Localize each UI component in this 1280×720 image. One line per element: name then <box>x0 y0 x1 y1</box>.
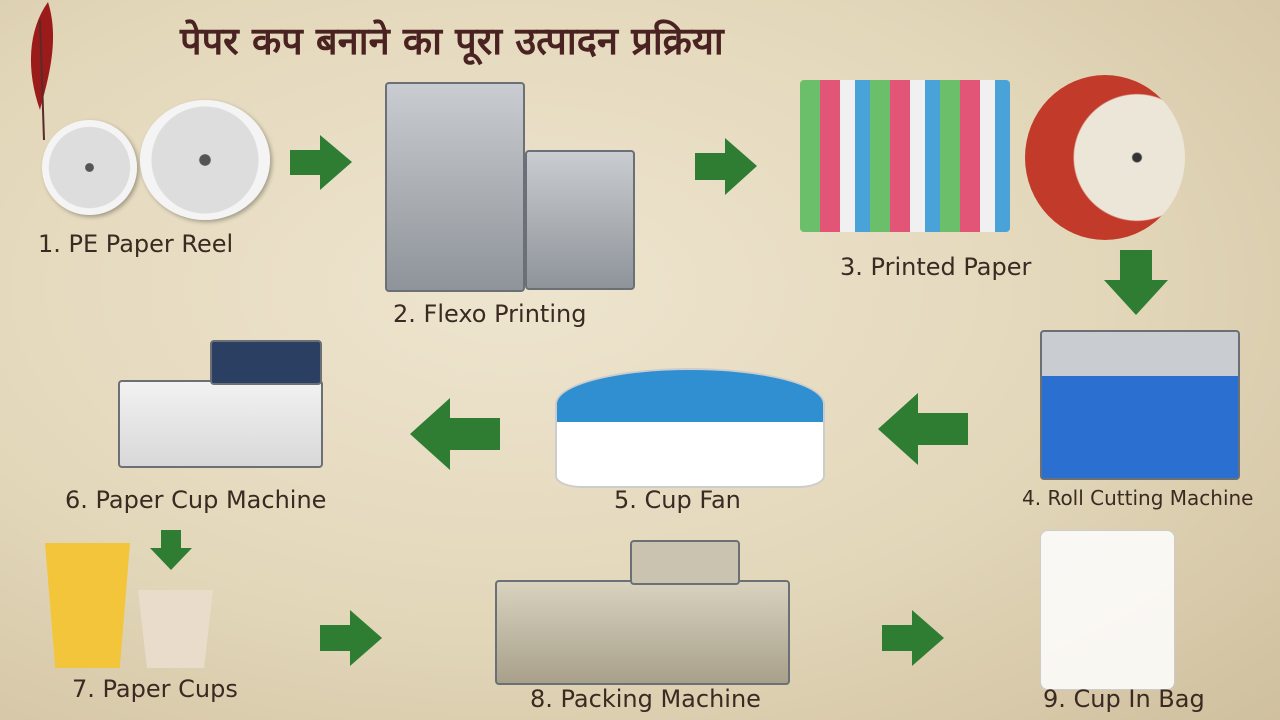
packing-machine-image <box>495 580 790 685</box>
step-label: 6. Paper Cup Machine <box>65 486 327 514</box>
printed-paper-roll-image <box>1025 75 1185 240</box>
step-label: 9. Cup In Bag <box>1043 685 1205 713</box>
step-label: 5. Cup Fan <box>614 486 741 514</box>
cup-fan-image <box>555 368 825 488</box>
cafe-paper-cup-image <box>138 590 213 668</box>
packing-machine-image <box>630 540 740 585</box>
juiced-paper-cup-image <box>45 543 130 668</box>
arrow-left-icon <box>878 393 968 465</box>
paper-cup-machine-image <box>118 380 323 468</box>
printed-paper-rolls-image <box>800 80 1010 232</box>
paper-reel-image <box>42 120 137 215</box>
cups-in-bag-image <box>1040 530 1175 690</box>
arrow-right-icon <box>882 610 944 666</box>
flexo-printing-machine-image <box>385 82 525 292</box>
step-label: 1. PE Paper Reel <box>38 230 234 258</box>
feather-quill-icon <box>30 2 54 141</box>
arrow-right-icon <box>695 138 757 195</box>
paper-cup-machine-image <box>210 340 322 385</box>
step-label: 4. Roll Cutting Machine <box>1022 486 1254 510</box>
flexo-printing-machine-image <box>525 150 635 290</box>
step-label: 3. Printed Paper <box>840 253 1032 281</box>
arrow-down-icon <box>1104 250 1168 315</box>
step-label: 2. Flexo Printing <box>393 300 587 328</box>
roll-cutting-machine-image <box>1040 330 1240 480</box>
step-label: 7. Paper Cups <box>72 675 238 703</box>
arrow-right-icon <box>320 610 382 666</box>
page-title: पेपर कप बनाने का पूरा उत्पादन प्रक्रिया <box>180 19 724 63</box>
arrow-left-icon <box>410 398 500 470</box>
arrow-right-icon <box>290 135 352 190</box>
paper-reel-image <box>140 100 270 220</box>
arrow-down-icon <box>150 530 192 570</box>
step-label: 8. Packing Machine <box>530 685 761 713</box>
